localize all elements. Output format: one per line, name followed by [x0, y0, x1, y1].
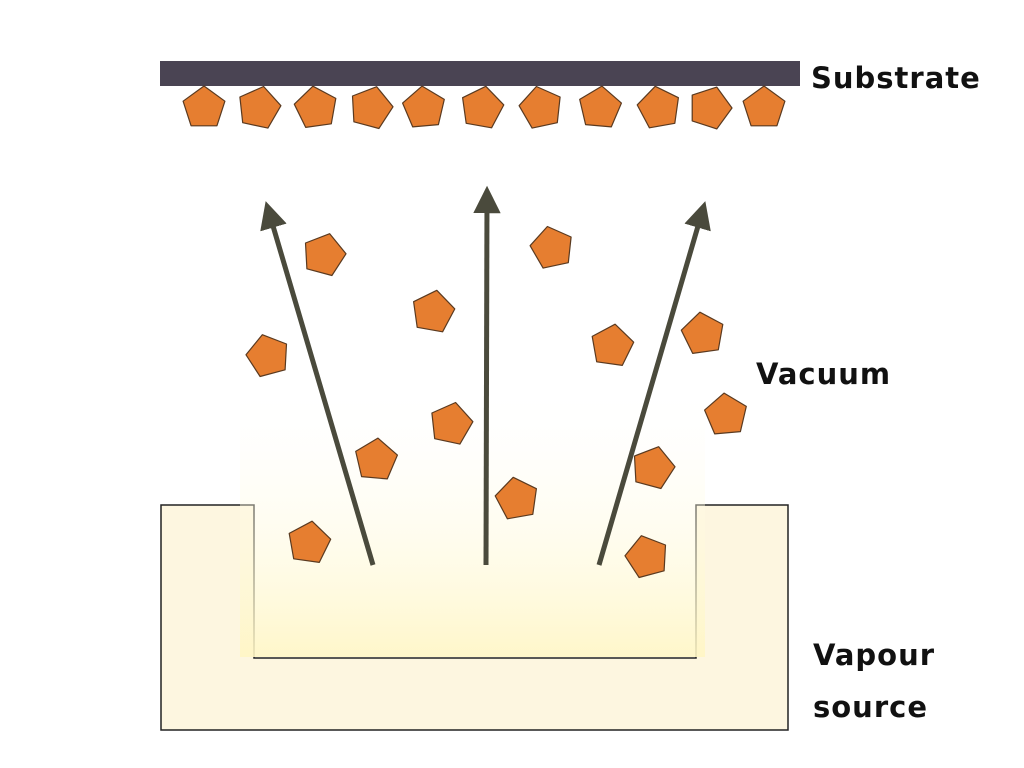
vapour-particle: [288, 520, 332, 564]
vapour-particle: [413, 289, 456, 333]
arrow-left: [260, 201, 376, 566]
vacuum-label: Vacuum: [756, 357, 892, 391]
vapour-particle: [431, 401, 474, 445]
deposited-particle: [462, 85, 505, 129]
vapour-particle: [633, 446, 676, 490]
vapour-source-label: Vapour source: [813, 629, 935, 733]
vapour-source-label-line2: source: [813, 690, 928, 724]
vapour-glow: [240, 380, 705, 657]
vapour-particle: [245, 334, 288, 378]
vapour-particle: [624, 535, 667, 579]
vapour-particle: [529, 225, 572, 269]
arrow-center: [473, 185, 501, 566]
deposited-particle: [742, 85, 786, 127]
vapour-particle: [494, 476, 538, 520]
deposited-particle: [351, 86, 394, 130]
vapour-flow-arrows: [260, 185, 711, 566]
deposited-particle: [518, 85, 561, 129]
arrow-right: [596, 201, 711, 566]
deposited-particle: [691, 86, 733, 130]
vapour-source-label-line1: Vapour: [813, 638, 936, 672]
deposited-particle: [636, 85, 680, 129]
vapour-particle: [304, 233, 347, 277]
substrate-bar: [160, 61, 800, 86]
deposited-particle: [182, 85, 226, 127]
substrate-label: Substrate: [811, 61, 981, 95]
deposited-particle: [239, 85, 282, 129]
deposited-particle: [402, 85, 445, 128]
vapour-particle: [591, 323, 635, 366]
particles: [182, 85, 786, 579]
vapour-particle: [680, 311, 724, 354]
deposited-particle: [579, 85, 623, 128]
vapour-particle: [355, 437, 398, 480]
deposited-particle: [293, 85, 337, 129]
vapour-particle: [703, 392, 747, 435]
